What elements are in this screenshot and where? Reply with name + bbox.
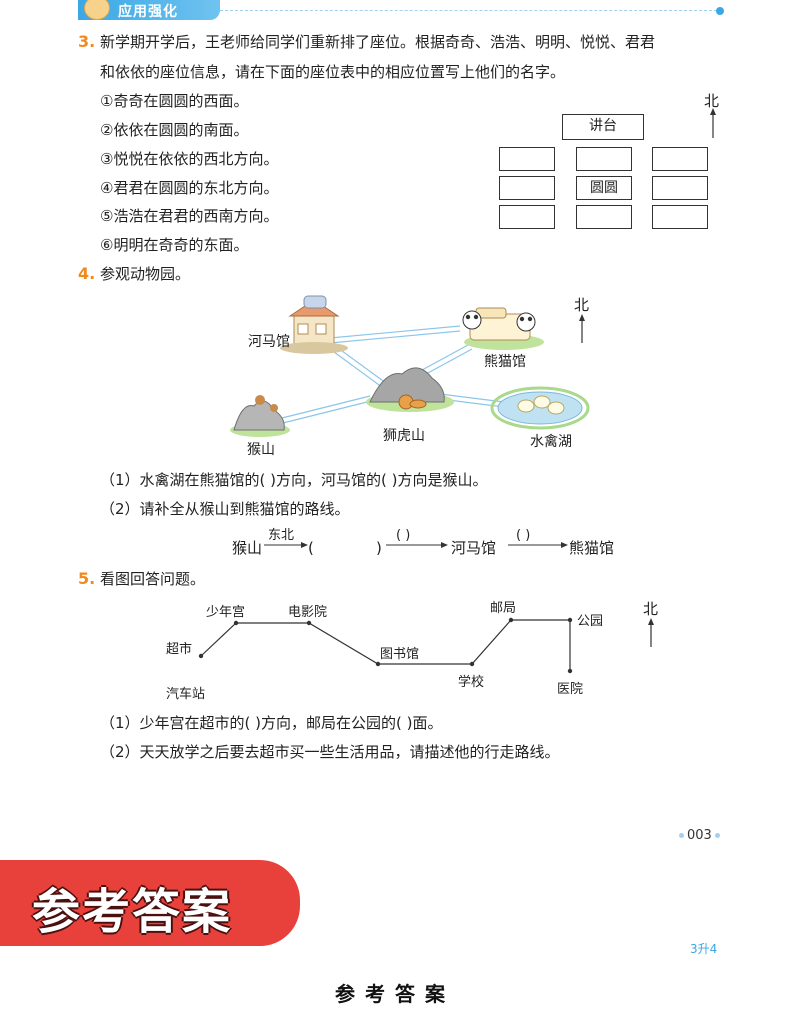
label-hospital: 医院 [557, 682, 584, 697]
q5-number: 5. [78, 569, 96, 588]
bird-lake-icon [490, 386, 590, 430]
route-end: 熊猫馆 [569, 539, 615, 557]
podium: 讲台 [562, 114, 644, 140]
q4-north-label: 北 [574, 296, 590, 314]
label-library: 图书馆 [380, 647, 420, 662]
q4-sub2: （2）请补全从猴山到熊猫馆的路线。 [100, 500, 350, 518]
q5-sub2: （2）天天放学之后要去超市买一些生活用品，请描述他的行走路线。 [100, 743, 560, 761]
route-mid: 河马馆 [451, 539, 497, 557]
seat-row2-col1[interactable] [499, 176, 555, 200]
node-school [469, 661, 475, 667]
seat-center: 圆圆 [576, 176, 632, 200]
q5-north-arrow-icon [648, 618, 654, 647]
route-arrow-1-icon [264, 542, 308, 548]
q5-sub1: （1）少年宫在超市的( )方向，邮局在公园的( )面。 [100, 714, 443, 732]
q3-text-1: 新学期开学后，王老师给同学们重新排了座位。根据奇奇、浩浩、明明、悦悦、君君 [100, 33, 656, 51]
q3-clue-3: ③悦悦在依依的西北方向。 [100, 150, 279, 168]
q3-north-arrow-icon [710, 108, 716, 138]
seat-row3-col1[interactable] [499, 205, 555, 229]
q3-number: 3. [78, 32, 96, 51]
section-title: 应用强化 [118, 4, 178, 20]
page-number-text: 003 [687, 828, 712, 843]
grade-tag: 3升4 [690, 942, 718, 956]
bottom-title: 参考答案 [335, 982, 455, 1006]
node-cinema [306, 620, 312, 626]
q4-title: 参观动物园。 [100, 265, 191, 283]
label-park: 公园 [577, 614, 604, 629]
q3-text-2: 和依依的座位信息，请在下面的座位表中的相应位置写上他们的名字。 [100, 63, 566, 81]
node-palace [233, 620, 239, 626]
seat-row3-col2[interactable] [576, 205, 632, 229]
town-map [198, 617, 573, 674]
hippo-house-icon [280, 295, 348, 354]
label-hippo: 河马馆 [248, 334, 290, 350]
route-paren-open: ( [308, 539, 314, 557]
seat-row1-col2[interactable] [576, 147, 632, 171]
label-lion: 狮虎山 [383, 428, 425, 444]
node-market [198, 653, 204, 659]
answer-banner: 参考答案 [0, 860, 300, 946]
header-dot [716, 7, 724, 15]
label-station: 汽车站 [166, 687, 206, 702]
label-cinema: 电影院 [288, 605, 328, 620]
seat-row3-col3[interactable] [652, 205, 708, 229]
page-dot-right [714, 833, 720, 838]
node-park [567, 617, 573, 623]
q4-sub1: （1）水禽湖在熊猫馆的( )方向，河马馆的( )方向是猴山。 [100, 471, 488, 489]
q3-clue-5: ⑤浩浩在君君的西南方向。 [100, 207, 279, 225]
node-hospital [567, 668, 573, 674]
route-paren-close: ) [376, 539, 382, 557]
label-bird: 水禽湖 [530, 434, 572, 450]
q5-north-label: 北 [643, 600, 659, 618]
label-monkey: 猴山 [247, 442, 275, 458]
q5-heading: 5. 看图回答问题。 [78, 569, 205, 589]
section-header: 应用强化 [78, 0, 220, 20]
label-panda: 熊猫馆 [484, 354, 526, 370]
page-number: 003 [676, 828, 723, 843]
mascot-icon [84, 0, 110, 20]
label-palace: 少年宫 [206, 605, 246, 620]
q4-north-arrow-icon [579, 314, 585, 343]
q3-clue-1: ①奇奇在圆圆的西面。 [100, 92, 249, 110]
node-library [375, 661, 381, 667]
answer-banner-text: 参考答案 [32, 884, 233, 940]
route-blank3[interactable]: ( ) [516, 528, 531, 543]
q4-number: 4. [78, 264, 96, 283]
page-dot-left [679, 833, 684, 838]
node-post [508, 617, 514, 623]
q3-clue-2: ②依依在圆圆的南面。 [100, 121, 249, 139]
route-blank2[interactable]: ( ) [396, 528, 411, 543]
route-start: 猴山 [232, 539, 263, 557]
seat-row2-col3[interactable] [652, 176, 708, 200]
monkey-hill-icon [230, 395, 290, 437]
route-dir1: 东北 [268, 528, 295, 543]
zoo-map [230, 295, 590, 437]
header-divider [220, 10, 722, 11]
label-school: 学校 [458, 675, 485, 690]
lion-hill-icon [366, 367, 454, 412]
label-market: 超市 [166, 642, 193, 657]
panda-house-icon [462, 307, 544, 350]
route-arrow-3-icon [508, 542, 568, 548]
q4-heading: 4. 参观动物园。 [78, 264, 190, 284]
label-post: 邮局 [490, 601, 517, 616]
q3-line1: 3. 新学期开学后，王老师给同学们重新排了座位。根据奇奇、浩浩、明明、悦悦、君君 [78, 32, 655, 52]
seat-row1-col3[interactable] [652, 147, 708, 171]
route-arrow-2-icon [386, 542, 448, 548]
q3-clue-6: ⑥明明在奇奇的东面。 [100, 236, 249, 254]
q3-clue-4: ④君君在圆圆的东北方向。 [100, 179, 279, 197]
q5-title: 看图回答问题。 [100, 570, 206, 588]
q3-north-label: 北 [704, 92, 720, 110]
seat-row1-col1[interactable] [499, 147, 555, 171]
